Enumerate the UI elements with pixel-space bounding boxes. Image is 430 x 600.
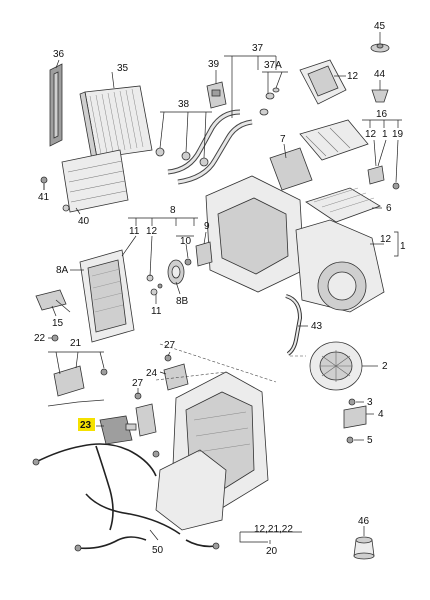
part-9-actuator xyxy=(195,241,213,267)
label-24: 24 xyxy=(146,368,158,379)
label-41: 41 xyxy=(38,192,50,203)
label-27-top: 27 xyxy=(164,340,176,351)
part-5-screw xyxy=(346,436,354,444)
part-50-wiring-harness xyxy=(32,443,220,552)
label-11: 11 xyxy=(129,226,140,237)
part-11-12-fittings xyxy=(146,274,163,296)
label-7: 7 xyxy=(280,134,286,145)
label-11-lower: 11 xyxy=(151,306,162,317)
label-6: 6 xyxy=(386,203,392,214)
part-38-pipes xyxy=(155,109,253,185)
label-12-21-22: 12,21,22 xyxy=(254,524,293,535)
part-7-flap-unit xyxy=(269,119,369,191)
label-37a: 37A xyxy=(264,60,282,71)
part-44-clip xyxy=(371,89,389,103)
label-10: 10 xyxy=(180,236,192,247)
label-20: 20 xyxy=(266,546,278,557)
label-23-highlight xyxy=(78,418,95,431)
label-38: 38 xyxy=(178,99,190,110)
label-43: 43 xyxy=(311,321,323,332)
part-24-motor xyxy=(163,363,189,391)
label-8: 8 xyxy=(170,205,176,216)
label-8a: 8A xyxy=(56,265,69,276)
part-35-evaporator xyxy=(79,85,153,161)
part-40-heater-core xyxy=(61,149,129,213)
part-4-resistor xyxy=(343,405,367,429)
label-2: 2 xyxy=(382,361,388,372)
part-19-screw xyxy=(392,182,400,190)
label-50: 50 xyxy=(152,545,164,556)
part-labels: 45 36 37 35 39 37A 12 44 38 16 12 1 19 7… xyxy=(34,21,406,557)
label-37: 37 xyxy=(252,43,264,54)
label-8b: 8B xyxy=(176,296,189,307)
part-8a-frame xyxy=(79,249,135,343)
main-housing-lower xyxy=(155,371,269,531)
part-36-bracket xyxy=(49,63,63,147)
label-21: 21 xyxy=(70,338,82,349)
part-6-filter xyxy=(305,187,381,223)
part-22-screw xyxy=(51,334,59,342)
part-12-gasket xyxy=(299,59,347,105)
main-housing-upper xyxy=(205,175,385,313)
part-16-sensor xyxy=(367,165,385,185)
label-5: 5 xyxy=(367,435,373,446)
label-12-left: 12 xyxy=(146,226,158,237)
label-16: 16 xyxy=(376,109,388,120)
part-10-bolt xyxy=(184,258,192,266)
part-27-screw-top xyxy=(164,354,172,362)
label-39: 39 xyxy=(208,59,220,70)
part-45-cap xyxy=(370,43,390,53)
label-44: 44 xyxy=(374,69,386,80)
label-19: 19 xyxy=(392,129,404,140)
part-21-sensors xyxy=(47,365,108,407)
part-15-actuator-arm xyxy=(35,289,71,313)
label-22: 22 xyxy=(34,333,46,344)
part-23-actuator xyxy=(99,403,157,445)
label-4: 4 xyxy=(378,409,384,420)
label-12-top: 12 xyxy=(347,71,359,82)
part-39-valve xyxy=(206,81,227,109)
label-1-right: 1 xyxy=(382,129,388,140)
label-45: 45 xyxy=(374,21,386,32)
label-3: 3 xyxy=(367,397,373,408)
part-43-drain-hose xyxy=(285,294,303,356)
label-35: 35 xyxy=(117,63,129,74)
leader-lines xyxy=(43,32,402,544)
label-27-mid: 27 xyxy=(132,378,144,389)
label-15: 15 xyxy=(52,318,64,329)
part-2-blower xyxy=(309,341,363,391)
label-46: 46 xyxy=(358,516,370,527)
label-12-right: 12 xyxy=(365,129,377,140)
label-23: 23 xyxy=(80,420,92,431)
label-36: 36 xyxy=(53,49,65,60)
part-3-screw xyxy=(348,398,356,406)
label-9: 9 xyxy=(204,221,210,232)
part-46-cap xyxy=(353,536,375,560)
part-8b-gear xyxy=(167,259,185,285)
part-37a-seals xyxy=(259,87,280,116)
label-1: 1 xyxy=(400,241,406,252)
label-12-housing: 12 xyxy=(380,234,392,245)
label-40: 40 xyxy=(78,216,90,227)
